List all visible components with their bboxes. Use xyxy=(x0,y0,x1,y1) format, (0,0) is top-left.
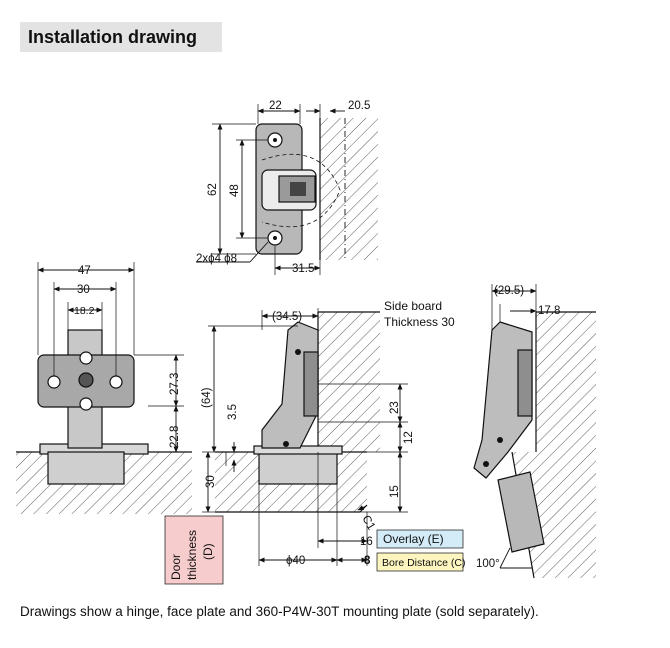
hinge-side-view: (34.5) Side board Thickness 30 (64) 3.5 … xyxy=(164,299,465,585)
side-reach-label: (34.5) xyxy=(272,311,302,323)
front-height-lower: 22.8 xyxy=(169,426,181,448)
open-side-board-hatch xyxy=(536,312,596,452)
door-label-line1: Door xyxy=(169,554,183,580)
plate-holes-label: 2xϕ4 ϕ8 xyxy=(196,253,237,265)
side-offset-small: 3.5 xyxy=(227,404,239,420)
side-board-hatch-top xyxy=(320,118,378,260)
overlay-value: 16 xyxy=(360,536,373,548)
door-thickness-box xyxy=(164,515,224,585)
overlay-label: Overlay (E) xyxy=(383,532,444,546)
plate-top-view: 22 20.5 62 48 2xϕ4 ϕ8 31.5 xyxy=(196,100,378,275)
chamfer-label: C1 xyxy=(359,514,377,533)
door-thickness-dim: 30 xyxy=(205,475,217,488)
front-width-total: 47 xyxy=(78,265,91,277)
bore-box xyxy=(376,552,464,572)
front-width-inner: 18.2 xyxy=(74,305,95,317)
plate-height-inner: 48 xyxy=(229,184,241,197)
front-width-mid: 30 xyxy=(77,284,90,296)
drawing-caption: Drawings show a hinge, face plate and 36… xyxy=(20,604,539,619)
side-height-total: (64) xyxy=(201,387,213,408)
plate-height-outer: 62 xyxy=(207,183,219,196)
overlay-box xyxy=(376,529,464,549)
bore-value: 8 xyxy=(364,555,371,567)
front-height-upper: 27.3 xyxy=(169,373,181,395)
open-reach-label: (29.5) xyxy=(494,285,524,297)
plate-depth-label: 31.5 xyxy=(292,263,314,275)
open-angle-label: 100° xyxy=(476,558,500,570)
door-label-line2: thickness xyxy=(185,530,199,580)
side-dim-15: 15 xyxy=(389,485,401,498)
door-label-line3: (D) xyxy=(201,543,215,560)
side-board-line2: Thickness 30 xyxy=(384,315,455,329)
hinge-open-view: (29.5) 17.8 100° xyxy=(473,284,596,579)
side-board-line1: Side board xyxy=(384,299,442,313)
plate-offset-label: 20.5 xyxy=(348,100,370,112)
side-cup xyxy=(258,451,338,485)
open-offset-label: 17.8 xyxy=(538,305,560,317)
side-dim-12: 12 xyxy=(403,431,415,444)
cup-diameter-label: ϕ40 xyxy=(286,555,305,567)
bore-label: Bore Distance (C) xyxy=(382,557,465,569)
open-cup xyxy=(497,471,545,553)
hinge-front-view: 47 30 18.2 27.3 22.8 xyxy=(16,262,192,514)
side-dim-23: 23 xyxy=(389,401,401,414)
front-cup xyxy=(47,451,125,485)
side-board-hatch xyxy=(318,312,380,452)
plate-width-label: 22 xyxy=(269,100,282,112)
section-title: Installation drawing xyxy=(20,22,222,52)
